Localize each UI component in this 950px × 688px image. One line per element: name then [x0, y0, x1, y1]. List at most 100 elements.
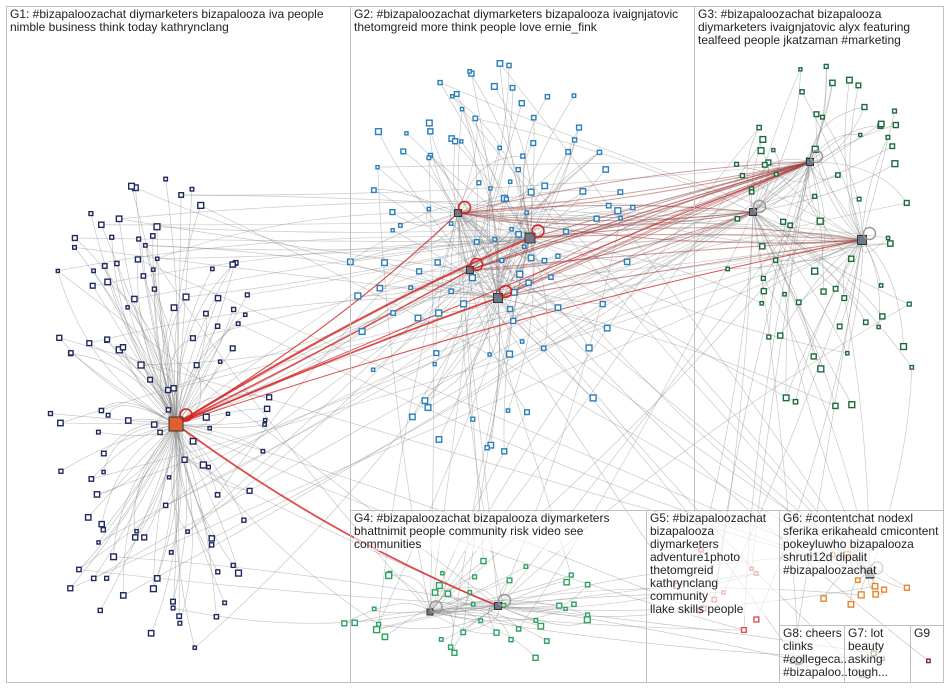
- graph-node: [563, 606, 568, 612]
- edge: [74, 247, 499, 299]
- graph-node: [487, 352, 492, 357]
- edge: [457, 212, 628, 263]
- graph-node: [857, 591, 865, 599]
- edge: [131, 185, 499, 299]
- edge: [100, 423, 177, 611]
- graph-node: [460, 629, 467, 636]
- graph-node: [585, 344, 593, 352]
- graph-node: [76, 566, 82, 573]
- group-g4-line: communities: [354, 537, 422, 551]
- graph-node: [506, 305, 514, 313]
- edge: [497, 127, 580, 299]
- edge: [861, 137, 889, 241]
- edge: [417, 269, 471, 319]
- graph-node: [444, 590, 452, 598]
- graph-node: [899, 342, 908, 351]
- graph-node: [599, 300, 606, 308]
- graph-node: [792, 398, 799, 405]
- edge-strong: [175, 236, 531, 425]
- graph-node: [810, 267, 819, 275]
- edge: [173, 239, 863, 389]
- graph-node: [871, 582, 879, 590]
- edge-strong: [175, 212, 459, 425]
- edge: [451, 96, 871, 575]
- edge: [175, 298, 219, 425]
- edge: [350, 212, 459, 263]
- edge: [159, 269, 471, 433]
- edge-strong: [469, 161, 811, 271]
- graph-node: [856, 196, 862, 202]
- edge: [822, 117, 863, 241]
- graph-node: [521, 244, 527, 250]
- graph-node: [208, 535, 216, 542]
- graph-node: [426, 155, 432, 161]
- graph-node: [544, 93, 551, 100]
- edge: [497, 218, 621, 607]
- graph-node: [202, 310, 209, 317]
- edge: [463, 303, 499, 607]
- graph-node: [424, 403, 432, 412]
- edge: [175, 419, 266, 425]
- graph-node: [813, 111, 820, 118]
- edge-strong: [497, 161, 811, 299]
- graph-node: [451, 649, 458, 656]
- edge: [457, 212, 515, 293]
- edge: [123, 161, 811, 596]
- self-loop: [179, 408, 193, 422]
- graph-node: [437, 79, 443, 86]
- graph-node: [772, 257, 779, 263]
- graph-node: [501, 448, 508, 455]
- edge: [350, 237, 531, 263]
- graph-node: [795, 299, 802, 306]
- graph-node: [97, 607, 104, 614]
- graph-node: [812, 193, 818, 199]
- group-g3-box: G3: #bizapaloozachat bizapalooza diymark…: [694, 6, 944, 511]
- edge: [617, 210, 863, 245]
- edge-strong: [457, 212, 863, 244]
- edge: [785, 239, 863, 398]
- graph-node: [91, 268, 96, 274]
- graph-node: [147, 629, 155, 637]
- graph-node: [515, 626, 522, 632]
- edge: [89, 296, 499, 344]
- graph-node: [472, 574, 478, 580]
- graph-node: [891, 160, 899, 168]
- graph-node: [241, 517, 247, 523]
- edge: [173, 607, 431, 624]
- edge: [175, 307, 559, 425]
- edge: [752, 211, 836, 406]
- graph-node: [168, 549, 174, 555]
- graph-node: [518, 99, 525, 107]
- graph-node: [448, 221, 454, 226]
- edge: [844, 80, 863, 241]
- edge: [118, 218, 177, 425]
- graph-node: [230, 562, 236, 569]
- group-g1-label: G1: #bizapaloozachat diymarketers bizapa…: [10, 8, 324, 34]
- graph-node: [759, 300, 765, 306]
- edge: [175, 263, 236, 425]
- group-g9-line: G9: [914, 626, 931, 640]
- graph-node: [467, 589, 473, 595]
- graph-node: [503, 196, 510, 202]
- graph-node: [782, 394, 790, 402]
- edge: [217, 212, 459, 496]
- graph-node: [887, 240, 894, 247]
- graph-node: [760, 287, 768, 295]
- edge: [497, 297, 608, 329]
- group-g3-line: tealfeed people jkatzaman #marketing: [698, 33, 901, 47]
- graph-node: [124, 417, 132, 424]
- graph-node: [262, 422, 268, 427]
- graph-node: [771, 147, 776, 153]
- edge: [486, 147, 500, 299]
- edge: [497, 297, 594, 399]
- graph-node: [153, 223, 161, 231]
- graph-node: [189, 437, 197, 445]
- graph-node: [515, 230, 522, 238]
- graph-node: [375, 164, 380, 170]
- edge: [450, 237, 531, 648]
- edge: [88, 423, 177, 518]
- graph-node: [89, 282, 96, 289]
- graph-node: [470, 601, 476, 607]
- graph-node: [215, 569, 221, 575]
